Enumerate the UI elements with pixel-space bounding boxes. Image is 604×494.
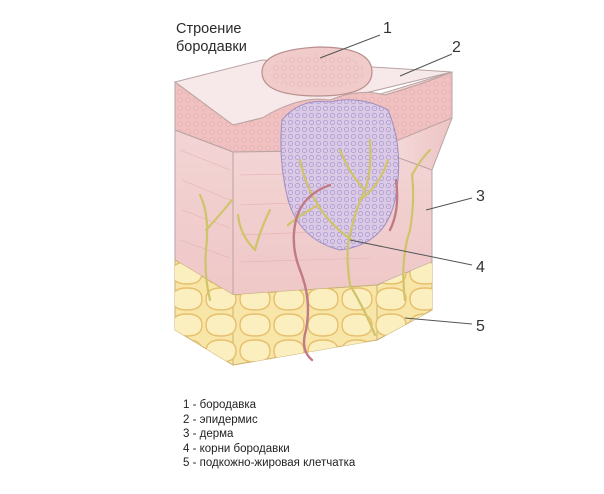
subcutaneous-fat xyxy=(174,259,432,366)
legend-item: 1 - бородавка xyxy=(183,399,257,411)
wart-body xyxy=(280,99,400,251)
legend: 1 - бородавка 2 - эпидермис 3 - дерма 4 … xyxy=(183,398,355,471)
legend-item: 3 - дерма xyxy=(183,428,234,441)
callout-2: 2 xyxy=(452,39,461,56)
diagram-title-line-1: Строение xyxy=(176,21,242,37)
callout-lines xyxy=(319,34,473,325)
callout-3: 3 xyxy=(476,188,485,205)
wart-roots xyxy=(198,138,432,337)
callout-5: 5 xyxy=(476,318,485,335)
diagram-title-line-2: бородавки xyxy=(176,39,247,55)
callout-1: 1 xyxy=(383,20,392,37)
wart-growth xyxy=(261,46,373,97)
legend-item: 5 - подкожно-жировая клетчатка xyxy=(183,457,356,470)
legend-item: 4 - корни бородавки xyxy=(183,442,290,455)
legend-item: 2 - эпидермис xyxy=(183,413,258,426)
diagram-title: Строение бородавки xyxy=(176,20,247,56)
callout-4: 4 xyxy=(476,259,485,276)
blood-vessels xyxy=(292,178,399,362)
